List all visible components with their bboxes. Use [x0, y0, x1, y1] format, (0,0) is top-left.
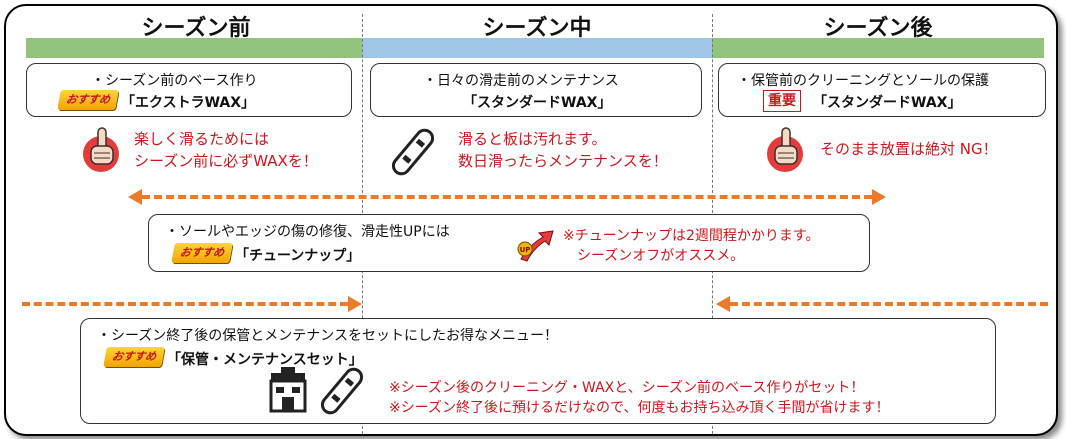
before-note-2: シーズン前に必ずWAXを！	[134, 152, 318, 170]
season-title-after: シーズン後	[823, 16, 933, 41]
season-bar-during	[362, 38, 712, 58]
after-note-1: そのまま放置は絶対 NG！	[820, 140, 998, 158]
up-badge-label: UP	[520, 246, 531, 254]
during-note-2: 数日滑ったらメンテナンスを！	[458, 152, 668, 170]
season-title-during: シーズン中	[482, 16, 592, 41]
season-flow-diagram: シーズン前 シーズン中 シーズン後 ・シーズン前のベース作り おすすめ 「エクス…	[4, 4, 1058, 436]
tuneup-note-2: シーズンオフがオススメ。	[577, 248, 745, 264]
box-before-product: 「エクストラWAX」	[121, 95, 256, 111]
arrow-left-icon	[128, 189, 142, 205]
tuneup-line1: ・ソールやエッジの傷の修復、滑走性UPには	[165, 224, 450, 240]
box-after-product: 「スタンダードWAX」	[813, 95, 962, 111]
box-after-season: ・保管前のクリーニングとソールの保護 重要 「スタンダードWAX」	[718, 63, 1046, 117]
up-arrow-icon: UP	[515, 225, 555, 265]
tuneup-product: 「チューンナップ」	[235, 248, 361, 264]
arrow-right-icon	[348, 296, 362, 312]
important-badge: 重要	[763, 90, 801, 112]
box-storage-set: ・シーズン終了後の保管とメンテナンスをセットにしたお得なメニュー！ おすすめ 「…	[80, 318, 996, 424]
snowboard-icon	[388, 124, 438, 180]
storage-note-1: ※シーズン後のクリーニング・WAXと、シーズン前のベース作りがセット！	[389, 380, 865, 396]
arrow-left-icon	[716, 296, 730, 312]
season-bar-after	[712, 38, 1044, 58]
snowboard-icon	[317, 363, 367, 419]
season-title-before: シーズン前	[141, 16, 251, 41]
recommend-badge: おすすめ	[171, 243, 233, 263]
during-note-1: 滑ると板は汚れます。	[458, 130, 607, 148]
box-tuneup: ・ソールやエッジの傷の修復、滑走性UPには おすすめ 「チューンナップ」 UP …	[148, 214, 870, 272]
box-during-line1: ・日々の滑走前のメンテナンス	[423, 73, 619, 89]
box-during-product: 「スタンダードWAX」	[463, 95, 612, 111]
box-after-line1: ・保管前のクリーニングとソールの保護	[737, 73, 989, 89]
thumbs-up-icon	[78, 124, 124, 174]
storage-note-2: ※シーズン終了後に預けるだけなので、何度もお持ち込み頂く手間が省けます！	[389, 400, 890, 416]
storage-range-line-left	[22, 302, 348, 306]
arrow-right-icon	[872, 189, 886, 205]
season-bar-before	[26, 38, 362, 58]
tuneup-note-1: ※チューンナップは2週間程かかります。	[563, 228, 820, 244]
storage-product: 「保管・メンテナンスセット」	[167, 352, 363, 368]
box-before-line1: ・シーズン前のベース作り	[91, 73, 258, 89]
box-during-season: ・日々の滑走前のメンテナンス 「スタンダードWAX」	[370, 63, 702, 117]
thumbs-up-icon	[762, 124, 808, 174]
before-note-1: 楽しく滑るためには	[134, 130, 270, 148]
recommend-badge: おすすめ	[103, 347, 165, 367]
storage-range-line-right	[730, 302, 1048, 306]
recommend-badge: おすすめ	[57, 90, 119, 110]
storage-line1: ・シーズン終了後の保管とメンテナンスをセットにしたお得なメニュー！	[97, 328, 559, 344]
shop-icon	[267, 367, 309, 413]
box-before-season: ・シーズン前のベース作り おすすめ 「エクストラWAX」	[26, 63, 352, 117]
tuneup-range-line	[142, 195, 872, 199]
